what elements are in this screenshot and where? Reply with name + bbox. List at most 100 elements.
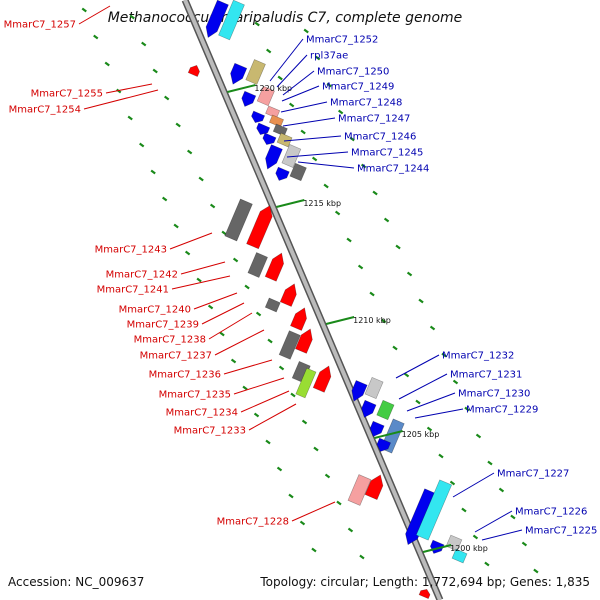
gene-label: MmarC7_1231 bbox=[450, 370, 522, 381]
gene-feature bbox=[290, 307, 307, 331]
gene-feature bbox=[251, 110, 266, 123]
tick-dot bbox=[209, 203, 216, 209]
gene-arrow bbox=[369, 420, 385, 437]
label-leader bbox=[276, 54, 308, 88]
gene-feature bbox=[295, 328, 313, 354]
tick-dot bbox=[253, 412, 260, 418]
label-leader bbox=[291, 501, 336, 522]
gene-arrow bbox=[312, 365, 332, 393]
gene-box bbox=[347, 474, 372, 506]
gene-label: MmarC7_1241 bbox=[97, 285, 169, 296]
tick-dot bbox=[173, 223, 179, 229]
tick-dot bbox=[521, 541, 528, 547]
gene-arrow bbox=[361, 399, 377, 418]
kbp-label: 1215 kbp bbox=[303, 199, 341, 208]
tick-dot bbox=[276, 466, 283, 472]
gene-feature bbox=[369, 420, 385, 437]
gene-feature bbox=[218, 0, 245, 41]
gene-feature bbox=[347, 474, 372, 506]
gene-label: MmarC7_1239 bbox=[127, 320, 199, 331]
tick-dot bbox=[487, 460, 493, 466]
gene-label: MmarC7_1240 bbox=[119, 305, 191, 316]
gene-box bbox=[451, 548, 468, 564]
tick-dot bbox=[406, 271, 413, 277]
tick-dot bbox=[369, 291, 375, 297]
tick-dot bbox=[337, 109, 344, 115]
tick-dot bbox=[461, 507, 467, 513]
gene-label: rpl37ae bbox=[310, 51, 348, 62]
gene-feature bbox=[247, 252, 268, 278]
tick-dot bbox=[349, 136, 355, 142]
tick-dot bbox=[464, 406, 470, 412]
tick-dot bbox=[161, 196, 168, 202]
tick-dot bbox=[230, 358, 237, 364]
gene-arrow bbox=[241, 90, 257, 107]
tick-dot bbox=[429, 325, 436, 331]
label-leader bbox=[452, 472, 495, 498]
label-leader bbox=[105, 83, 153, 94]
gene-arrow bbox=[418, 588, 431, 600]
label-leader bbox=[169, 232, 213, 250]
gene-arrow bbox=[187, 65, 200, 77]
gene-box bbox=[415, 479, 453, 541]
label-leader bbox=[78, 5, 111, 25]
gene-label: MmarC7_1244 bbox=[357, 164, 429, 175]
gene-feature bbox=[376, 437, 391, 452]
tick-dot bbox=[372, 190, 378, 196]
label-leader bbox=[395, 354, 440, 379]
genome-summary-text: Topology: circular; Length: 1,772,694 bp… bbox=[260, 575, 590, 589]
tick-dot bbox=[301, 419, 308, 425]
tick-dot bbox=[475, 433, 482, 439]
gene-feature bbox=[418, 588, 431, 600]
backbone bbox=[181, 0, 444, 600]
tick-dot bbox=[164, 95, 170, 101]
gene-box bbox=[247, 252, 268, 278]
tick-dot bbox=[449, 480, 456, 486]
kbp-tick bbox=[422, 544, 452, 553]
gene-feature bbox=[264, 297, 281, 313]
gene-feature bbox=[295, 367, 317, 399]
gene-arrow bbox=[279, 283, 297, 307]
label-leader bbox=[171, 275, 231, 290]
gene-feature bbox=[187, 65, 200, 77]
tick-dot bbox=[326, 82, 332, 88]
kbp-label: 1210 kbp bbox=[353, 316, 391, 325]
tick-dot bbox=[139, 142, 145, 148]
gene-label: MmarC7_1230 bbox=[458, 389, 530, 400]
gene-arrow bbox=[256, 122, 271, 135]
gene-arrow bbox=[376, 437, 391, 452]
gene-feature bbox=[351, 380, 368, 402]
gene-feature bbox=[205, 0, 229, 38]
tick-dot bbox=[141, 41, 147, 47]
kbp-label: 1205 kbp bbox=[402, 430, 440, 439]
tick-dot bbox=[267, 338, 273, 344]
label-leader bbox=[193, 292, 238, 310]
label-leader bbox=[233, 377, 285, 395]
gene-label: MmarC7_1245 bbox=[351, 148, 423, 159]
gene-label: MmarC7_1257 bbox=[4, 20, 76, 31]
tick-dot bbox=[303, 28, 309, 34]
tick-dot bbox=[104, 61, 110, 67]
gene-label: MmarC7_1233 bbox=[174, 426, 246, 437]
tick-dot bbox=[152, 68, 158, 74]
tick-dot bbox=[207, 304, 214, 310]
tick-dot bbox=[418, 298, 424, 304]
gene-feature bbox=[364, 474, 384, 500]
label-leader bbox=[269, 38, 304, 82]
gene-label: MmarC7_1243 bbox=[95, 245, 167, 256]
tick-dot bbox=[334, 210, 341, 216]
gene-label: MmarC7_1235 bbox=[159, 390, 231, 401]
tick-dot bbox=[510, 514, 516, 520]
gene-label: MmarC7_1246 bbox=[344, 132, 416, 143]
gene-box bbox=[218, 0, 245, 41]
accession-text: Accession: NC_009637 bbox=[8, 575, 145, 589]
gene-feature bbox=[279, 283, 297, 307]
tick-dot bbox=[198, 176, 204, 182]
map-title: Methanococcus maripaludis C7, complete g… bbox=[108, 10, 463, 26]
tick-dot bbox=[221, 230, 227, 236]
gene-box bbox=[256, 85, 275, 107]
tick-dot bbox=[498, 487, 505, 493]
label-leader bbox=[281, 85, 320, 102]
gene-label: MmarC7_1248 bbox=[330, 98, 402, 109]
gene-feature bbox=[275, 166, 290, 181]
